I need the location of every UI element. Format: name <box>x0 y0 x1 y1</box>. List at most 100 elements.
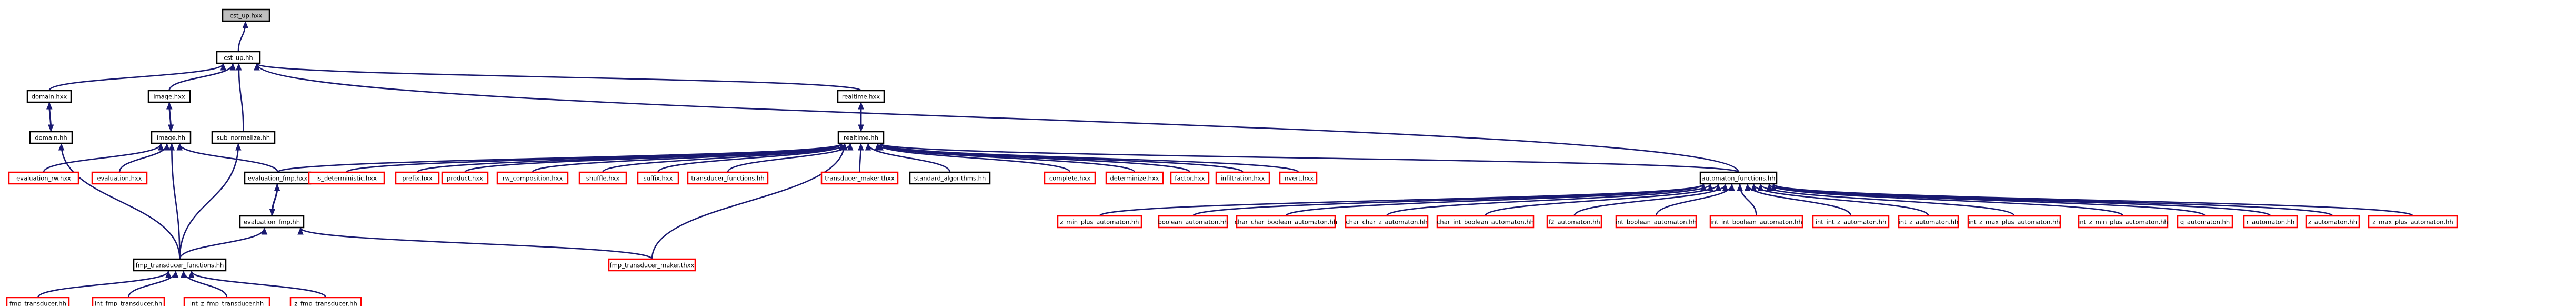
node-is-deterministic-hxx[interactable]: is_deterministic.hxx <box>308 171 385 185</box>
node-domain-hh[interactable]: domain.hh <box>29 131 73 144</box>
edge-line <box>179 228 265 260</box>
node-standard-algorithms-hh[interactable]: standard_algorithms.hh <box>909 171 991 185</box>
node-box <box>441 171 489 185</box>
node-label: shuffle.hxx <box>586 175 620 182</box>
edge-line <box>1285 183 1705 217</box>
node-box <box>1044 171 1096 185</box>
node-box <box>496 171 569 185</box>
node-label: q_automaton.hh <box>2180 219 2230 226</box>
node-label: realtime.hh <box>844 134 878 142</box>
edge-fmp-transducer-maker-thxx-to-evaluation-fmp-hh <box>297 227 653 260</box>
edge-arrowhead <box>297 227 304 235</box>
node-determinize-hxx[interactable]: determinize.hxx <box>1105 171 1164 185</box>
edge-infiltration-hxx-to-realtime-hh <box>877 143 1244 173</box>
node-z-fmp-transducer-hh[interactable]: z_fmp_transducer.hh <box>289 297 362 306</box>
edge-int-z-automaton-hh-to-automaton-functions-hh <box>1750 183 1929 216</box>
edge-line <box>1655 184 1733 216</box>
edge-line <box>1573 184 1726 216</box>
node-box <box>837 131 885 144</box>
node-evaluation-hxx[interactable]: evaluation.hxx <box>91 171 148 185</box>
node-int-int-z-automaton-hh[interactable]: int_int_z_automaton.hh <box>1812 215 1890 229</box>
node-int-z-max-plus-automaton-hh[interactable]: int_z_max_plus_automaton.hh <box>1967 215 2061 229</box>
node-shuffle-hxx[interactable]: shuffle.hxx <box>578 171 627 185</box>
edge-arrowhead <box>1737 183 1743 191</box>
node-box <box>909 171 991 185</box>
node-box <box>2243 215 2298 229</box>
edge-arrowhead <box>229 63 236 71</box>
edge-line <box>191 271 327 298</box>
edge-line <box>179 143 239 260</box>
node-box <box>1105 171 1164 185</box>
edge-is-deterministic-hxx-to-realtime-hh <box>346 143 845 173</box>
node-cst-up-hh[interactable]: cst_up.hh <box>216 51 261 64</box>
node-fmp-transducer-maker-thxx[interactable]: fmp_transducer_maker.thxx <box>608 258 696 272</box>
edge-int-z-min-plus-automaton-hh-to-automaton-functions-hh <box>1766 183 2124 217</box>
node-int-fmp-transducer-hh[interactable]: int_fmp_transducer.hh <box>92 297 165 306</box>
node-factor-hxx[interactable]: factor.hxx <box>1170 171 1210 185</box>
edge-realtime-hxx-to-cst-up-hh <box>254 63 862 92</box>
edge-evaluation-fmp-hh-to-evaluation-fmp-hxx <box>271 183 280 216</box>
node-fmp-transducer-functions-hh[interactable]: fmp_transducer_functions.hh <box>133 258 227 272</box>
node-label: int_int_boolean_automaton.hh <box>1710 219 1802 226</box>
node-boolean-automaton-hh[interactable]: boolean_automaton.hh <box>1158 215 1228 229</box>
node-prefix-hxx[interactable]: prefix.hxx <box>395 171 440 185</box>
node-int-int-boolean-automaton-hh[interactable]: int_int_boolean_automaton.hh <box>1709 215 1803 229</box>
node-char-int-boolean-automaton-hh[interactable]: char_int_boolean_automaton.hh <box>1436 215 1535 229</box>
node-evaluation-rw-hxx[interactable]: evaluation_rw.hxx <box>8 171 79 185</box>
node-int-boolean-automaton-hh[interactable]: int_boolean_automaton.hh <box>1615 215 1697 229</box>
node-char-char-boolean-automaton-hh[interactable]: char_char_boolean_automaton.hh <box>1235 215 1337 229</box>
node-z-automaton-hh[interactable]: z_automaton.hh <box>2305 215 2360 229</box>
node-int-z-min-plus-automaton-hh[interactable]: int_z_min_plus_automaton.hh <box>2078 215 2169 229</box>
edge-line <box>168 63 234 91</box>
edge-line <box>867 143 951 173</box>
node-evaluation-fmp-hh[interactable]: evaluation_fmp.hh <box>239 215 305 229</box>
node-sub-normalize-hh[interactable]: sub_normalize.hh <box>211 131 276 144</box>
node-r-automaton-hh[interactable]: r_automaton.hh <box>2243 215 2298 229</box>
node-complete-hxx[interactable]: complete.hxx <box>1044 171 1096 185</box>
node-transducer-maker-thxx[interactable]: transducer_maker.thxx <box>820 171 899 185</box>
node-invert-hxx[interactable]: invert.hxx <box>1279 171 1318 185</box>
node-label: int_fmp_transducer.hh <box>95 300 163 306</box>
node-box <box>2305 215 2360 229</box>
edge-line <box>299 227 653 260</box>
node-image-hh[interactable]: image.hh <box>151 131 192 144</box>
node-product-hxx[interactable]: product.hxx <box>441 171 489 185</box>
edge-image-hxx-to-image-hh <box>167 102 174 132</box>
node-int-z-automaton-hh[interactable]: int_z_automaton.hh <box>1898 215 1959 229</box>
edge-line <box>256 63 862 92</box>
edge-arrowhead <box>1722 183 1729 191</box>
node-f2-automaton-hh[interactable]: f2_automaton.hh <box>1546 215 1602 229</box>
edge-arrowhead <box>164 143 170 151</box>
node-label: char_char_z_automaton.hh <box>1346 219 1427 226</box>
node-label: z_max_plus_automaton.hh <box>2372 219 2453 226</box>
node-domain-hxx[interactable]: domain.hxx <box>26 90 72 103</box>
node-char-char-z-automaton-hh[interactable]: char_char_z_automaton.hh <box>1345 215 1429 229</box>
node-infiltration-hxx[interactable]: infiltration.hxx <box>1215 171 1270 185</box>
node-fmp-transducer-hh[interactable]: fmp_transducer.hh <box>6 297 70 306</box>
node-automaton-functions-hh[interactable]: automaton_functions.hh <box>1699 171 1778 185</box>
node-box <box>8 171 79 185</box>
node-int-z-fmp-transducer-hh[interactable]: int_z_fmp_transducer.hh <box>183 297 270 306</box>
node-box <box>608 258 696 272</box>
node-suffix-hxx[interactable]: suffix.hxx <box>637 171 679 185</box>
node-rw-composition-hxx[interactable]: rw_composition.hxx <box>496 171 569 185</box>
node-transducer-functions-hh[interactable]: transducer_functions.hh <box>687 171 769 185</box>
edge-standard-algorithms-hh-to-realtime-hh <box>865 143 951 173</box>
node-z-max-plus-automaton-hh[interactable]: z_max_plus_automaton.hh <box>2368 215 2458 229</box>
node-q-automaton-hh[interactable]: q_automaton.hh <box>2177 215 2233 229</box>
node-label: char_int_boolean_automaton.hh <box>1437 219 1534 226</box>
edge-line <box>1099 183 1705 217</box>
edge-line <box>37 271 169 298</box>
node-z-min-plus-automaton-hh[interactable]: z_min_plus_automaton.hh <box>1057 215 1142 229</box>
node-label: fmp_transducer_maker.thxx <box>610 262 695 269</box>
node-image-hxx[interactable]: image.hxx <box>147 90 191 103</box>
node-realtime-hh[interactable]: realtime.hh <box>837 131 885 144</box>
edge-arrowhead <box>167 124 174 132</box>
node-box <box>92 297 165 306</box>
edge-line <box>1485 184 1719 216</box>
node-box <box>1898 215 1959 229</box>
node-evaluation-fmp-hxx[interactable]: evaluation_fmp.hxx <box>244 171 312 185</box>
edge-arrowhead <box>165 270 172 278</box>
node-realtime-hxx[interactable]: realtime.hxx <box>837 90 885 103</box>
